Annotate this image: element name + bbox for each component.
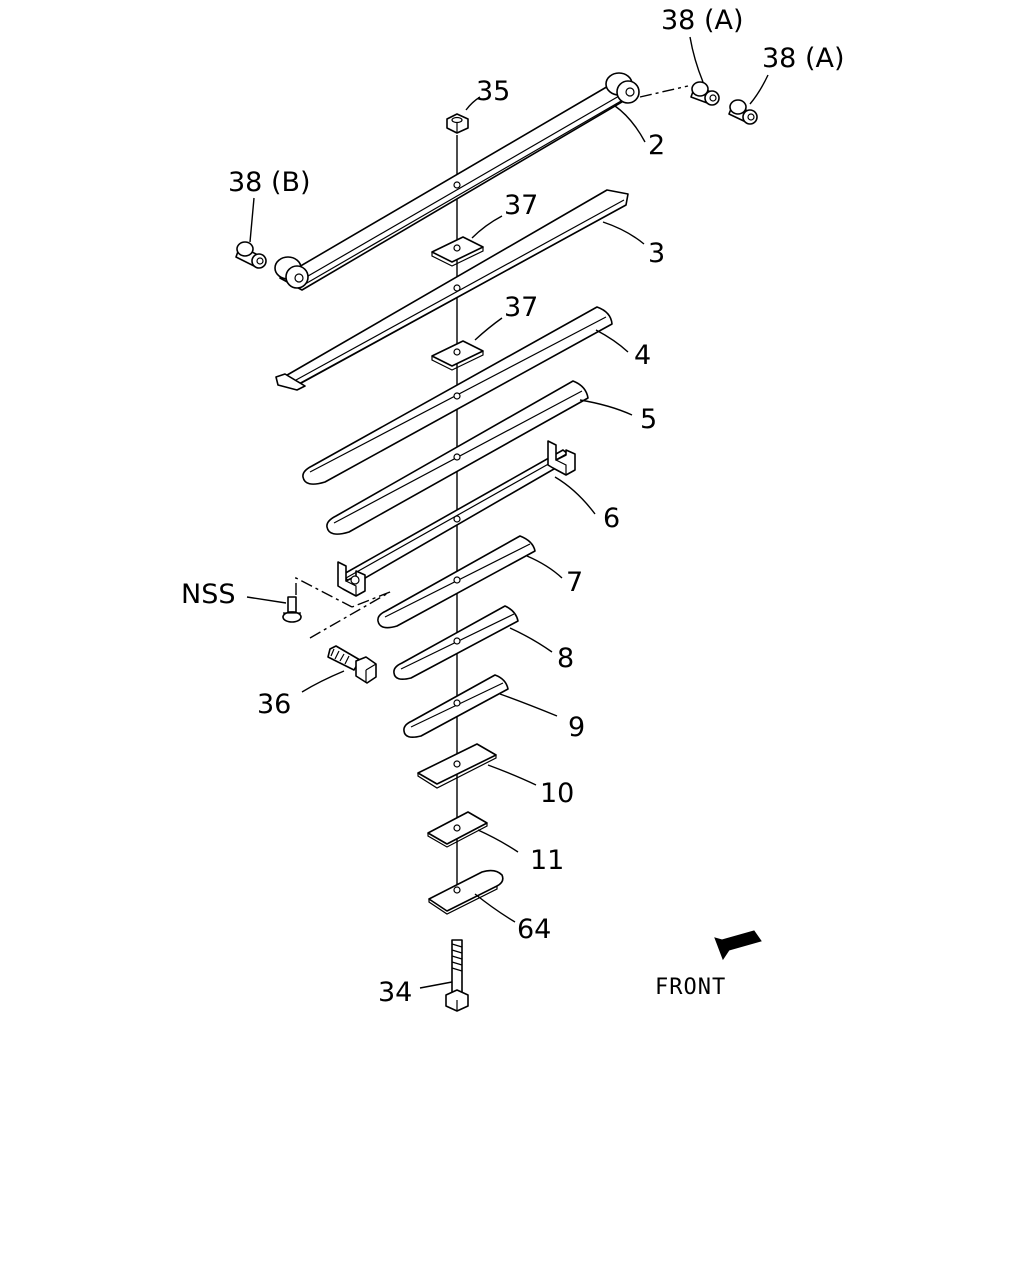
bushing-alignment-line	[639, 85, 689, 98]
nss-alignment-line	[295, 576, 353, 608]
label-36: 36	[257, 689, 291, 720]
label-6: 6	[603, 503, 620, 534]
insert-pad-37-lower	[431, 340, 484, 371]
label-3: 3	[648, 238, 665, 269]
center-bolt-34	[445, 939, 469, 1012]
label-38b: 38 (B)	[228, 167, 311, 198]
leaf-9	[403, 674, 509, 738]
bushing-38a-upper	[690, 81, 720, 106]
label-37-upper: 37	[504, 190, 538, 221]
main-leaf-2	[274, 72, 640, 291]
label-10: 10	[540, 778, 574, 809]
bolt-36	[327, 645, 377, 684]
label-38a-top: 38 (A)	[661, 5, 743, 36]
label-64: 64	[517, 914, 551, 945]
label-9: 9	[568, 712, 585, 743]
label-38a-right: 38 (A)	[762, 43, 844, 74]
leaf-5	[326, 380, 589, 535]
spacer-plate-10	[417, 743, 497, 789]
bushing-38a-lower	[728, 99, 758, 125]
label-37-lower: 37	[504, 292, 538, 323]
leaf-3	[275, 189, 629, 391]
label-8: 8	[557, 643, 574, 674]
leader-lines	[246, 36, 769, 989]
plate-64	[428, 869, 504, 915]
insert-pad-37-upper	[431, 236, 484, 267]
label-35: 35	[476, 76, 510, 107]
bushing-38b	[235, 241, 267, 269]
spacer-plate-11	[427, 811, 488, 848]
leaf-8	[393, 605, 519, 680]
leaf-6	[337, 440, 576, 597]
label-7: 7	[566, 567, 583, 598]
bolt-36-alignment-line	[309, 591, 391, 639]
front-arrow-icon	[714, 930, 762, 961]
label-5: 5	[640, 404, 657, 435]
label-nss: NSS	[181, 579, 235, 610]
leaf-7	[377, 535, 536, 629]
nut-35	[446, 113, 469, 134]
screw-nss	[282, 596, 302, 623]
label-4: 4	[634, 340, 651, 371]
label-34: 34	[378, 977, 412, 1008]
label-11: 11	[530, 845, 564, 876]
label-front: FRONT	[655, 975, 726, 1000]
leaf-4	[302, 306, 613, 485]
label-2: 2	[648, 130, 665, 161]
